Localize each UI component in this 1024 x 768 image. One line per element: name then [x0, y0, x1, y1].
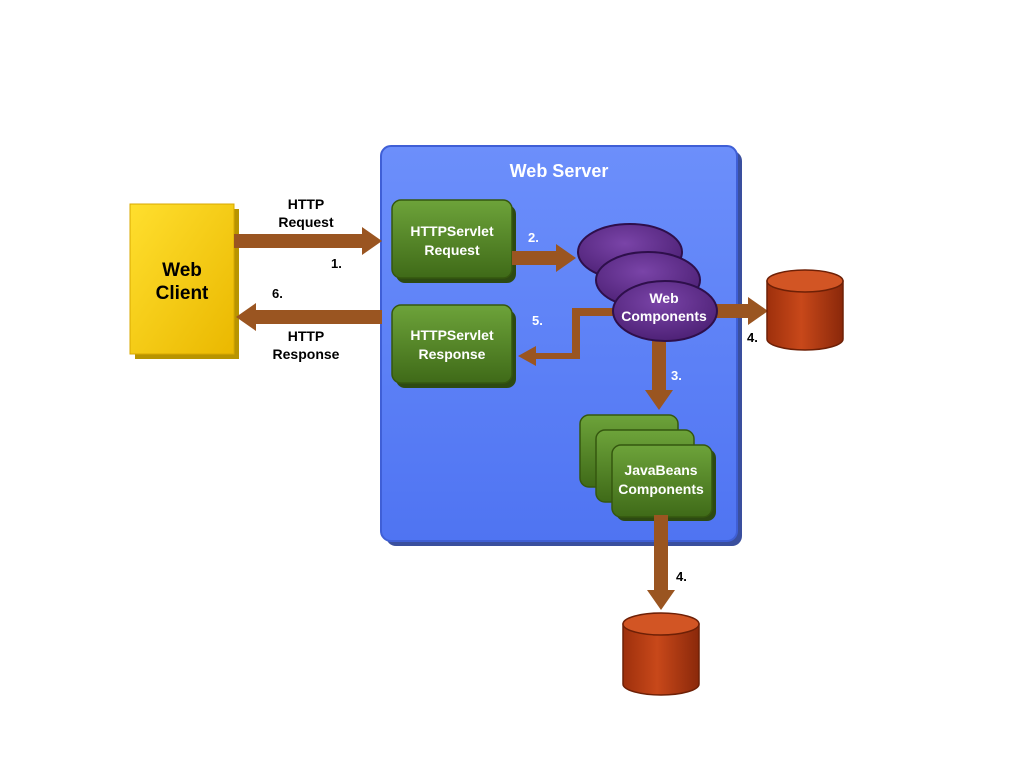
servlet-response-label-line1: HTTPServlet	[410, 327, 494, 343]
arrow-step-3	[645, 338, 673, 410]
database-right	[766, 269, 844, 351]
step-3-label: 3.	[671, 368, 682, 383]
servlet-request-box	[391, 199, 516, 283]
web-server-title: Web Server	[510, 161, 609, 181]
servlet-request-label-line2: Request	[424, 242, 480, 258]
http-response-arrow	[236, 303, 382, 331]
web-client-label-line1: Web	[162, 260, 202, 281]
servlet-response-label-line2: Response	[419, 346, 486, 362]
step-4-bottom-label: 4.	[676, 569, 687, 584]
arrow-step-2	[512, 244, 576, 272]
servlet-response-box	[391, 304, 516, 388]
step-4-right-label: 4.	[747, 330, 758, 345]
web-components-label-line2: Components	[621, 308, 707, 324]
http-response-label-line2: Response	[273, 346, 340, 362]
http-request-label-line2: Request	[278, 214, 334, 230]
step-5-label: 5.	[532, 313, 543, 328]
arrow-step-5	[518, 308, 622, 366]
javabeans-stack	[579, 414, 716, 521]
javabeans-label-line2: Components	[618, 481, 704, 497]
step-6-label: 6.	[272, 286, 283, 301]
javabeans-label-line1: JavaBeans	[624, 462, 697, 478]
step-1-label: 1.	[331, 256, 342, 271]
http-request-arrow	[234, 227, 382, 255]
web-client-box	[129, 203, 239, 359]
database-bottom	[622, 612, 700, 696]
servlet-request-label-line1: HTTPServlet	[410, 223, 494, 239]
web-components-label-line1: Web	[649, 290, 678, 306]
http-request-label-line1: HTTP	[288, 196, 325, 212]
arrow-step-4-right	[708, 297, 768, 325]
arrow-step-4-bottom	[647, 515, 675, 610]
step-2-label: 2.	[528, 230, 539, 245]
web-client-label-line2: Client	[156, 283, 209, 304]
web-components-stack	[577, 223, 718, 342]
http-response-label-line1: HTTP	[288, 328, 325, 344]
